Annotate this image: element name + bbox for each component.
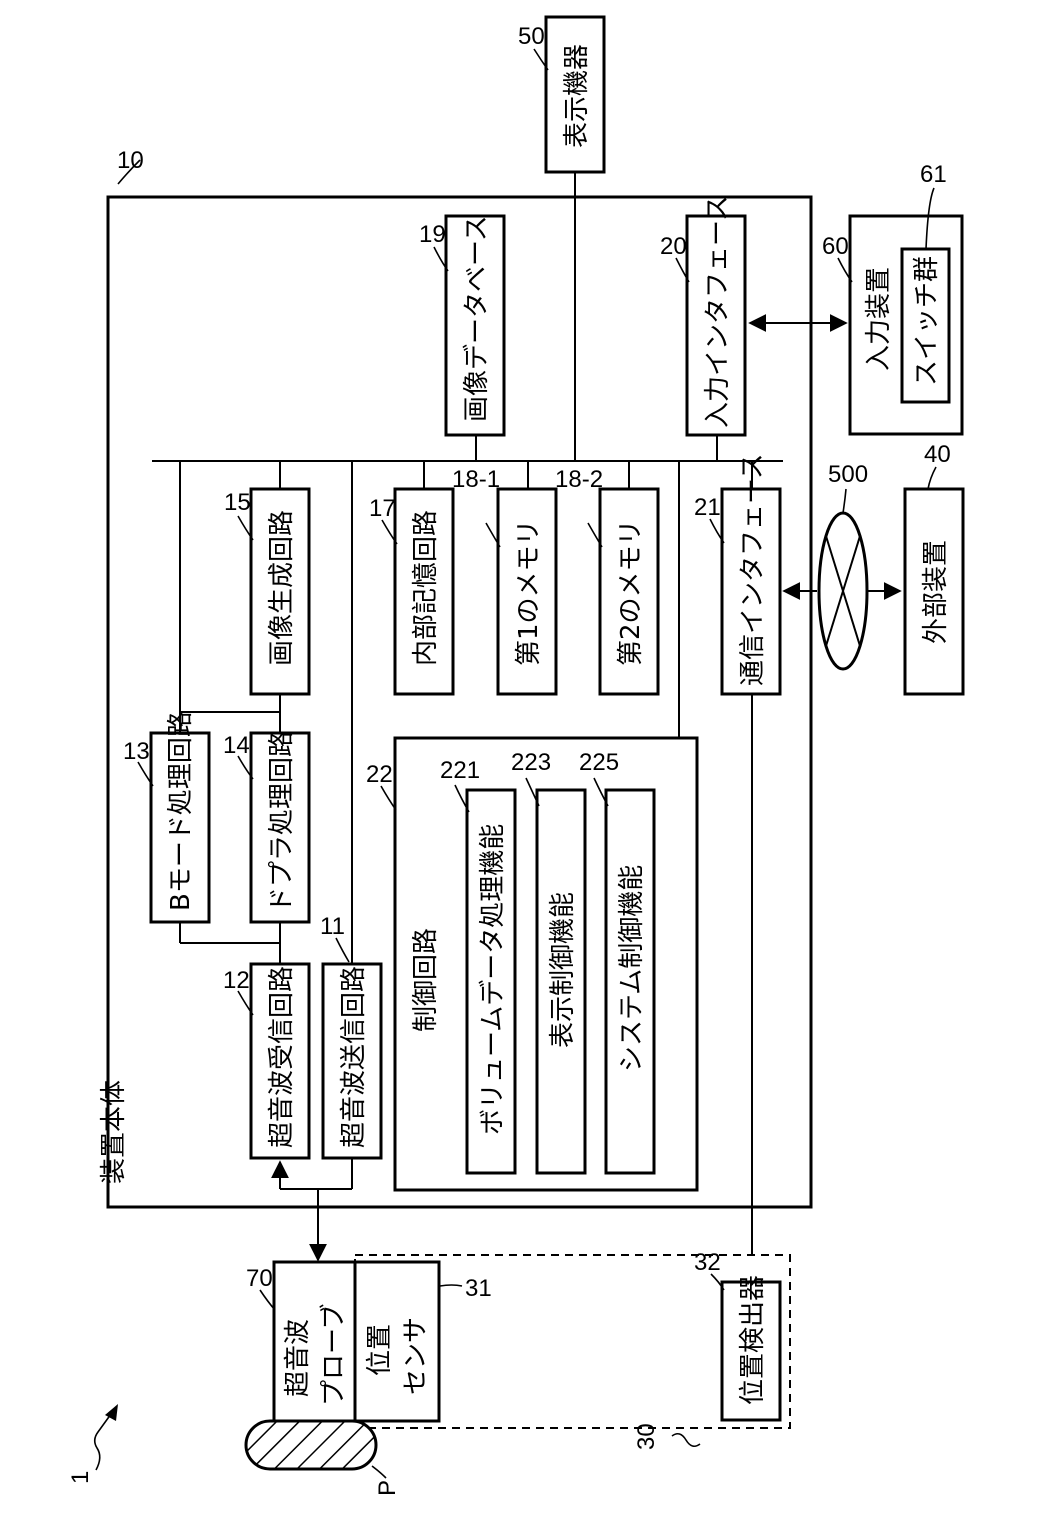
block-15-ref: 15 (224, 489, 251, 516)
switch-label: スイッチ群 (912, 256, 942, 386)
block-223-label: 表示制御機能 (548, 892, 578, 1048)
block-13-label: Bモード処理回路 (166, 711, 196, 911)
display-ref: 50 (518, 23, 545, 50)
figure-ref-leader (95, 1414, 111, 1470)
sensor-label-2: センサ (401, 1317, 431, 1395)
block-225-label: システム制御機能 (617, 865, 647, 1072)
block-11-label: 超音波送信回路 (339, 966, 369, 1148)
position-system-ref: 30 (633, 1423, 660, 1450)
block-19-label: 画像データベース (462, 215, 492, 422)
block-18-1-label: 第1のメモリ (514, 519, 544, 666)
detector-ref: 32 (694, 1249, 721, 1276)
patient-leader (372, 1466, 386, 1478)
switch-ref: 61 (920, 161, 947, 188)
probe-label-2: プローブ (319, 1304, 349, 1406)
sensor-label-1: 位置 (365, 1324, 395, 1376)
main-body-label: 装置本体 (99, 1080, 129, 1184)
block-17-label: 内部記憶回路 (411, 510, 441, 666)
block-12-ref: 12 (223, 967, 250, 994)
block-13-ref: 13 (123, 738, 150, 765)
block-18-2-label: 第2のメモリ (616, 519, 646, 666)
network-ref: 500 (828, 461, 868, 488)
sensor-leader (440, 1285, 462, 1286)
patient-body (246, 1421, 376, 1469)
sensor-ref: 31 (465, 1275, 492, 1302)
block-11-ref: 11 (320, 913, 345, 940)
block-18-2-ref: 18-2 (555, 466, 603, 493)
detector-label: 位置検出器 (738, 1275, 768, 1405)
block-221-label: ボリュームデータ処理機能 (478, 824, 508, 1135)
network-leader (843, 489, 846, 513)
block-21-ref: 21 (694, 494, 721, 521)
display-label: 表示機器 (562, 44, 592, 148)
block-20-ref: 20 (660, 233, 687, 260)
block-15-label: 画像生成回路 (267, 510, 297, 666)
block-225-ref: 225 (579, 749, 619, 776)
input-device-ref: 60 (822, 233, 849, 260)
block-17-ref: 17 (369, 495, 396, 522)
probe-label-1: 超音波 (283, 1319, 313, 1397)
block-14-ref: 14 (223, 732, 250, 759)
patient-ref: P (374, 1480, 401, 1496)
block-21-label: 通信インタフェース (738, 453, 768, 686)
block-223-ref: 223 (511, 749, 551, 776)
external-device-label: 外部装置 (921, 540, 951, 644)
block-19-ref: 19 (419, 221, 446, 248)
block-22-label: 制御回路 (411, 928, 441, 1032)
block-18-1-ref: 18-1 (452, 466, 500, 493)
block-12-label: 超音波受信回路 (267, 966, 297, 1148)
block-221-ref: 221 (440, 757, 480, 784)
figure-ref: 1 (67, 1471, 94, 1484)
probe-ref: 70 (246, 1265, 273, 1292)
external-device-ref: 40 (924, 441, 951, 468)
position-system-leader (672, 1434, 700, 1447)
block-14-label: ドプラ処理回路 (267, 731, 297, 913)
input-device-label: 入力装置 (864, 267, 894, 371)
block-20-label: 入力インタフェース (703, 195, 733, 428)
block-22-ref: 22 (366, 761, 393, 788)
external-device-leader (928, 467, 936, 489)
